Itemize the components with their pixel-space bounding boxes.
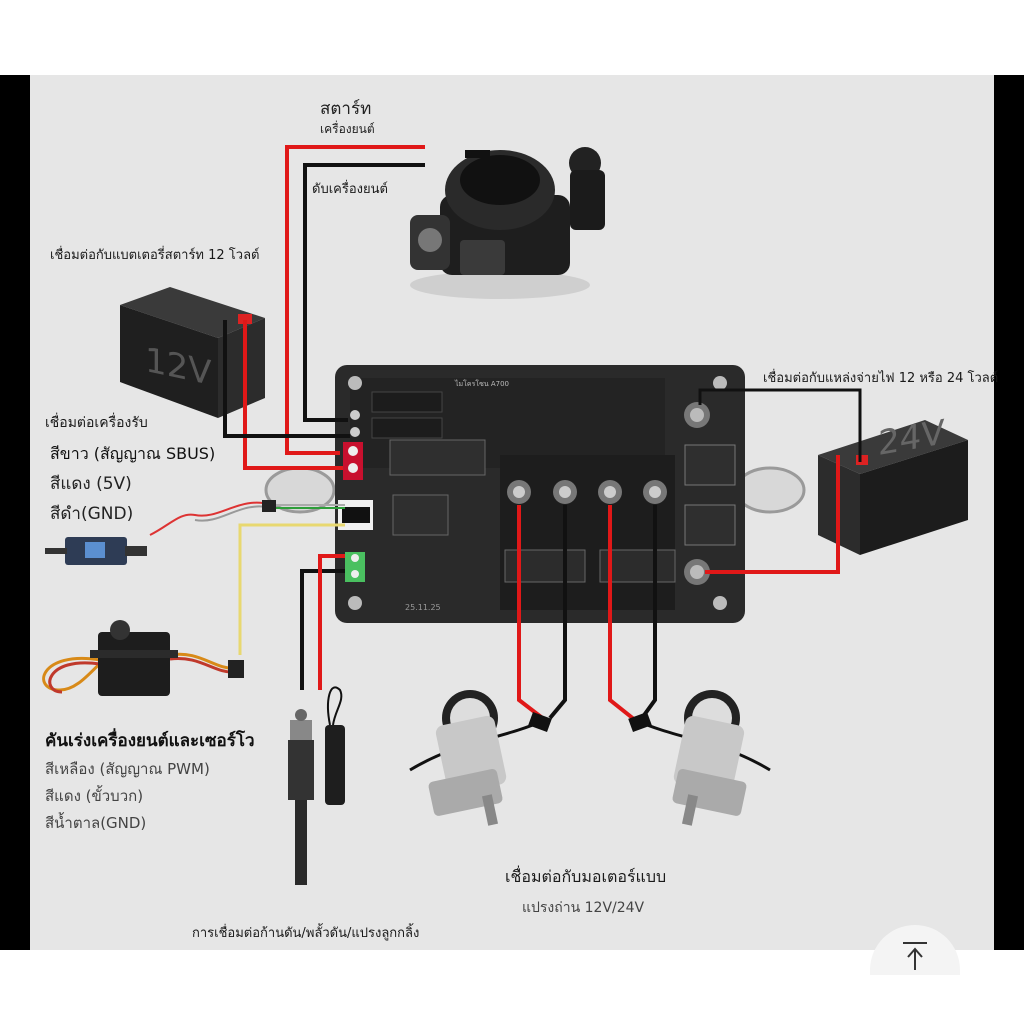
frame-right [994, 75, 1024, 950]
power-supply-title: เชื่อมต่อกับแหล่งจ่ายไฟ 12 หรือ 24 โวลต์ [763, 371, 999, 386]
frame-left [0, 75, 30, 950]
actuator-label: การเชื่อมต่อก้านดัน/พลั้วดัน/แปรงลูกกลิ้… [192, 926, 420, 941]
battery-24v-icon: 24V [818, 413, 968, 555]
battery-12v-title: เชื่อมต่อกับแบตเตอรี่สตาร์ท 12 โวลต์ [50, 248, 260, 263]
motor-label-2: แปรงถ่าน 12V/24V [522, 900, 645, 916]
actuator-icon [288, 686, 345, 885]
receiver-black-label: สีดำ(GND) [50, 504, 134, 524]
servo-icon [42, 620, 244, 696]
controller-model-label: ไมโครโซน A700 [454, 379, 509, 388]
receiver-white-label: สีขาว (สัญญาณ SBUS) [50, 444, 216, 463]
start-engine-label: สตาร์ท [320, 99, 372, 119]
controller-icon: ไมโครโซน A700 25.11.25 [264, 365, 806, 623]
motor-right-icon [628, 690, 771, 826]
servo-brown-label: สีน้ำตาล(GND) [45, 814, 147, 832]
servo-title: คันเร่งเครื่องยนต์และเซอร์โว [45, 731, 255, 751]
receiver-icon [45, 500, 276, 565]
receiver-red-label: สีแดง (5V) [50, 474, 132, 494]
battery-12v-icon: 12V [120, 287, 265, 418]
receiver-title: เชื่อมต่อเครื่องรับ [45, 415, 148, 431]
scroll-up-button[interactable] [870, 925, 960, 975]
scroll-up-icon [903, 942, 927, 970]
servo-yellow-label: สีเหลือง (สัญญาณ PWM) [45, 760, 210, 778]
start-engine-sub-label: เครื่องยนต์ [320, 122, 375, 136]
motor-label-1: เชื่อมต่อกับมอเตอร์แบบ [505, 867, 667, 886]
servo-red-label: สีแดง (ขั้วบวก) [45, 787, 144, 805]
motor-left-icon [409, 690, 552, 826]
controller-date-label: 25.11.25 [405, 603, 441, 612]
stop-engine-label: ดับเครื่องยนต์ [312, 182, 388, 197]
engine-icon [410, 147, 605, 299]
